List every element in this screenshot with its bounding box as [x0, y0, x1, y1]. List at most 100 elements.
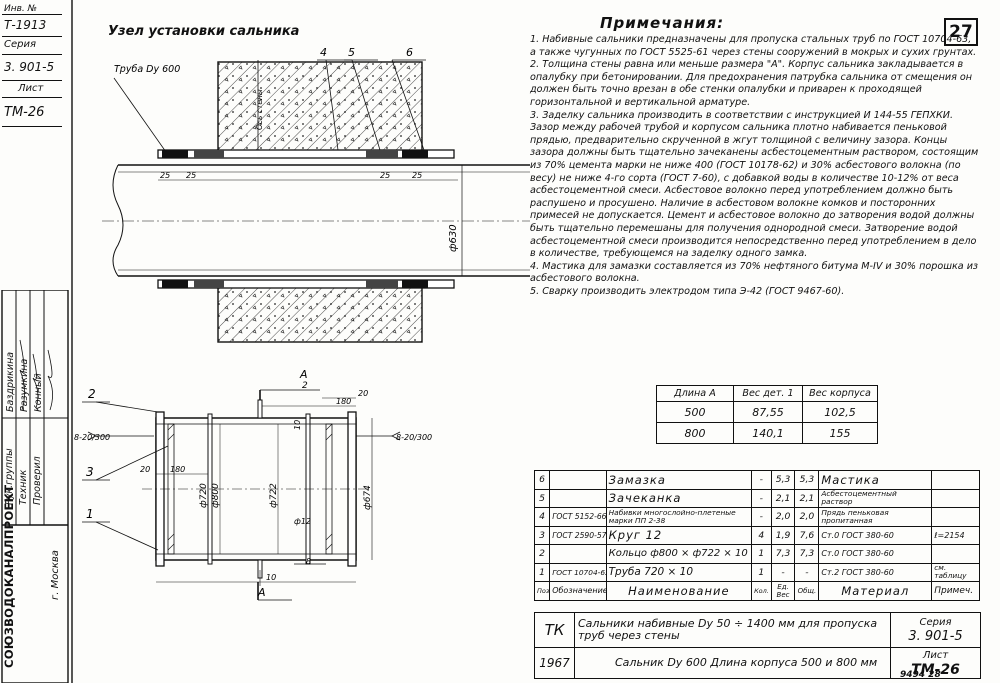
- org-name: СОЮЗВОДОКАНАЛПРОЕКТ: [2, 484, 16, 668]
- year: 1967: [534, 647, 575, 679]
- unit-weight-label: Ед.: [777, 582, 789, 591]
- sheet-label: Лист: [922, 650, 949, 661]
- notes-list: 1. Набивные сальники предназначены для п…: [530, 34, 980, 298]
- parts-cell: 2,0: [794, 507, 820, 527]
- dim-left-1: 25: [160, 171, 170, 180]
- parts-header-cell: Кол.: [751, 581, 772, 601]
- name-2: Разумкина: [19, 358, 30, 412]
- weight-table: Длина А Вес дет. 1 Вес корпуса 500 87,55…: [656, 385, 878, 444]
- parts-header-cell: Примеч.: [931, 581, 980, 601]
- series-label: Серия: [919, 617, 952, 628]
- parts-cell: 7,3: [770, 544, 796, 564]
- weight-header-body: Вес корпуса: [802, 385, 878, 402]
- parts-cell: 5: [533, 488, 551, 508]
- description-2: Сальник Dу 600 Длина корпуса 500 и 800 м…: [574, 647, 891, 679]
- section-mark-top: А: [299, 368, 308, 381]
- top-view-drawing: Труба Dу 600 Ось стены 4 5 6 25 25 25 25…: [71, 0, 530, 360]
- series-label: Серия: [4, 39, 36, 50]
- dim-180-top: 180: [336, 397, 351, 406]
- weight-cell: 155: [802, 422, 878, 444]
- inv-label: Инв. №: [4, 4, 38, 14]
- parts-cell: 1: [751, 562, 772, 582]
- parts-cell: 4: [533, 507, 551, 527]
- weld-bottom: 8: [306, 557, 311, 566]
- parts-cell: Набивки многослойно-плетеные марки ПП 2-…: [605, 507, 753, 527]
- parts-cell: 4: [751, 525, 772, 545]
- table-row: 5 Зачеканка - 2,1 2,1 Асбестоцементный р…: [533, 488, 980, 508]
- org-code: ТК: [534, 612, 575, 648]
- parts-cell: Замазка: [605, 470, 753, 490]
- weight-cell: 140,1: [733, 422, 803, 444]
- dim-right-1: 25: [380, 171, 390, 180]
- parts-cell: Мастика: [818, 470, 933, 490]
- callout-6: 6: [406, 46, 413, 59]
- parts-cell: Прядь пеньковая пропитанная: [818, 507, 933, 527]
- dim-10-top: 10: [293, 420, 302, 430]
- parts-cell: см. таблицу: [931, 562, 980, 582]
- parts-cell: 2,1: [770, 488, 796, 508]
- parts-cell: -: [751, 507, 772, 527]
- diameter-630: ф630: [448, 224, 459, 252]
- weld-right: 8-20/300: [396, 433, 432, 442]
- parts-cell: Круг 12: [605, 525, 753, 545]
- parts-cell: Ст.2 ГОСТ 380-60: [818, 562, 933, 582]
- parts-cell: 7,3: [794, 544, 820, 564]
- parts-cell: 1: [533, 562, 551, 582]
- weight-cell: 102,5: [802, 401, 878, 423]
- series-cell: Серия 3. 901-5: [890, 612, 981, 648]
- parts-header-cell: Ед.Вес: [770, 581, 796, 601]
- dim-180-left: 180: [170, 465, 185, 474]
- description-1: Сальники набивные Dу 50 ÷ 1400 мм для пр…: [574, 612, 891, 648]
- dim-20-top: 20: [358, 389, 368, 398]
- dim-800: ф800: [211, 483, 221, 508]
- table-row: 3 ГОСТ 2590-57 Круг 12 4 1,9 7,6 Ст.0 ГО…: [533, 525, 980, 545]
- weld-left: 8-20/300: [74, 433, 110, 442]
- parts-cell: [931, 488, 980, 508]
- dim-720: ф720: [199, 483, 209, 508]
- weight-header-length: Длина А: [656, 385, 734, 402]
- parts-cell: ℓ=2154: [931, 525, 980, 545]
- parts-cell: -: [794, 562, 820, 582]
- weight-header-part: Вес дет. 1: [733, 385, 803, 402]
- weight-label: Вес: [776, 590, 790, 599]
- left-stamp: Инв. № Т-1913 Серия 3. 901-5 Лист ТМ-26: [0, 0, 62, 190]
- parts-cell: 5,3: [794, 470, 820, 490]
- parts-cell: [549, 488, 607, 508]
- parts-cell: 2: [533, 544, 551, 564]
- table-row: 2 Кольцо ф800 × ф722 × 10 1 7,3 7,3 Ст.0…: [533, 544, 980, 564]
- wall-axis-label: Ось стены: [255, 89, 264, 130]
- note-2: 2. Толщина стены равна или меньше размер…: [530, 59, 973, 108]
- dim-674: ф674: [363, 485, 373, 510]
- parts-cell: [549, 470, 607, 490]
- note-1: 1. Набивные сальники предназначены для п…: [530, 34, 977, 58]
- note-5: 5. Сварку производить электродом типа Э-…: [530, 285, 845, 297]
- weight-cell: 500: [656, 401, 734, 423]
- parts-cell: Труба 720 × 10: [605, 562, 753, 582]
- dim-722: ф722: [269, 483, 279, 508]
- weight-cell: 87,55: [733, 401, 803, 423]
- parts-header-cell: Поз.: [533, 581, 551, 601]
- signature-strip: [1, 290, 69, 683]
- weight-cell: 800: [656, 422, 734, 444]
- parts-cell: 3: [533, 525, 551, 545]
- name-3: Конный: [33, 373, 44, 412]
- note-4: 4. Мастика для замазки составляется из 7…: [530, 260, 979, 285]
- parts-cell: ГОСТ 5152-66: [549, 507, 607, 527]
- callout-1: 1: [86, 507, 94, 521]
- table-row: 1 ГОСТ 10704-63 Труба 720 × 10 1 - - Ст.…: [533, 562, 980, 582]
- role-3: Проверил: [32, 456, 43, 505]
- section-mark-bottom: А: [257, 586, 266, 599]
- dim-right-2: 25: [412, 171, 422, 180]
- series-value: 3. 901-5: [908, 629, 963, 644]
- parts-header-cell: Обозначение: [549, 581, 607, 601]
- parts-cell: 2,0: [770, 507, 796, 527]
- parts-cell: [931, 544, 980, 564]
- parts-cell: [549, 544, 607, 564]
- parts-cell: Асбестоцементный раствор: [818, 488, 933, 508]
- parts-cell: ГОСТ 10704-63: [549, 562, 607, 582]
- parts-cell: Зачеканка: [605, 488, 753, 508]
- parts-cell: 2,1: [794, 488, 820, 508]
- pipe-label: Труба Dу 600: [114, 64, 180, 75]
- parts-cell: -: [751, 488, 772, 508]
